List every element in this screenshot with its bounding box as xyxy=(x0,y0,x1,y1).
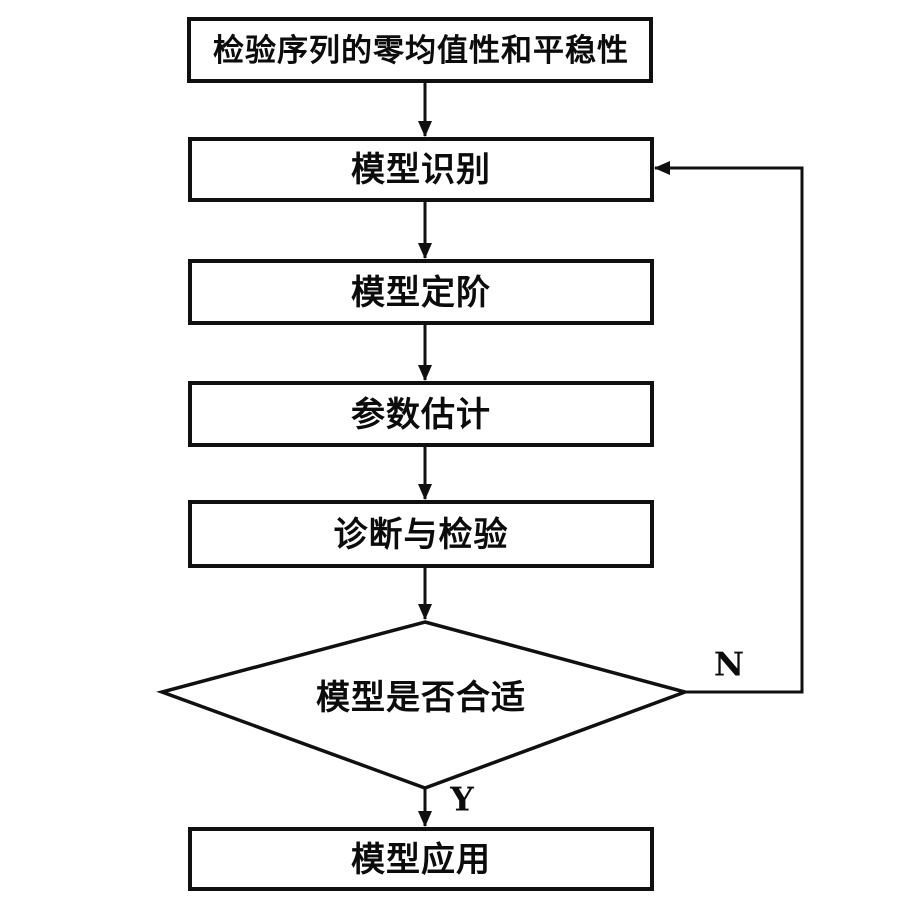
node-model-identification-label: 模型识别 xyxy=(351,150,491,190)
node-check-stationarity: 检验序列的零均值性和平稳性 xyxy=(187,17,653,83)
node-model-suitable: 模型是否合适 xyxy=(156,620,691,790)
node-diagnosis-and-test-box xyxy=(188,500,654,568)
node-diagnosis-and-test: 诊断与检验 xyxy=(188,500,654,568)
node-parameter-estimation: 参数估计 xyxy=(188,381,654,447)
node-model-order: 模型定阶 xyxy=(188,259,654,325)
node-model-order-label: 模型定阶 xyxy=(351,273,491,313)
yes-branch-label: Y xyxy=(449,780,474,819)
edge-no-feedback-loop xyxy=(654,161,804,694)
node-diagnosis-and-test-label: 诊断与检验 xyxy=(334,515,509,555)
node-parameter-estimation-label: 参数估计 xyxy=(351,395,491,435)
node-model-identification-box xyxy=(188,137,654,202)
node-model-suitable-label: 模型是否合适 xyxy=(316,678,526,718)
node-parameter-estimation-box xyxy=(188,381,654,447)
node-model-application-box xyxy=(188,827,654,891)
node-model-identification: 模型识别 xyxy=(188,137,654,202)
node-check-stationarity-box xyxy=(187,17,653,83)
no-branch-label: N xyxy=(714,645,744,684)
node-check-stationarity-label: 检验序列的零均值性和平稳性 xyxy=(213,33,629,69)
node-model-application: 模型应用 xyxy=(188,827,654,891)
node-model-order-box xyxy=(188,259,654,325)
node-model-application-label: 模型应用 xyxy=(351,840,491,880)
